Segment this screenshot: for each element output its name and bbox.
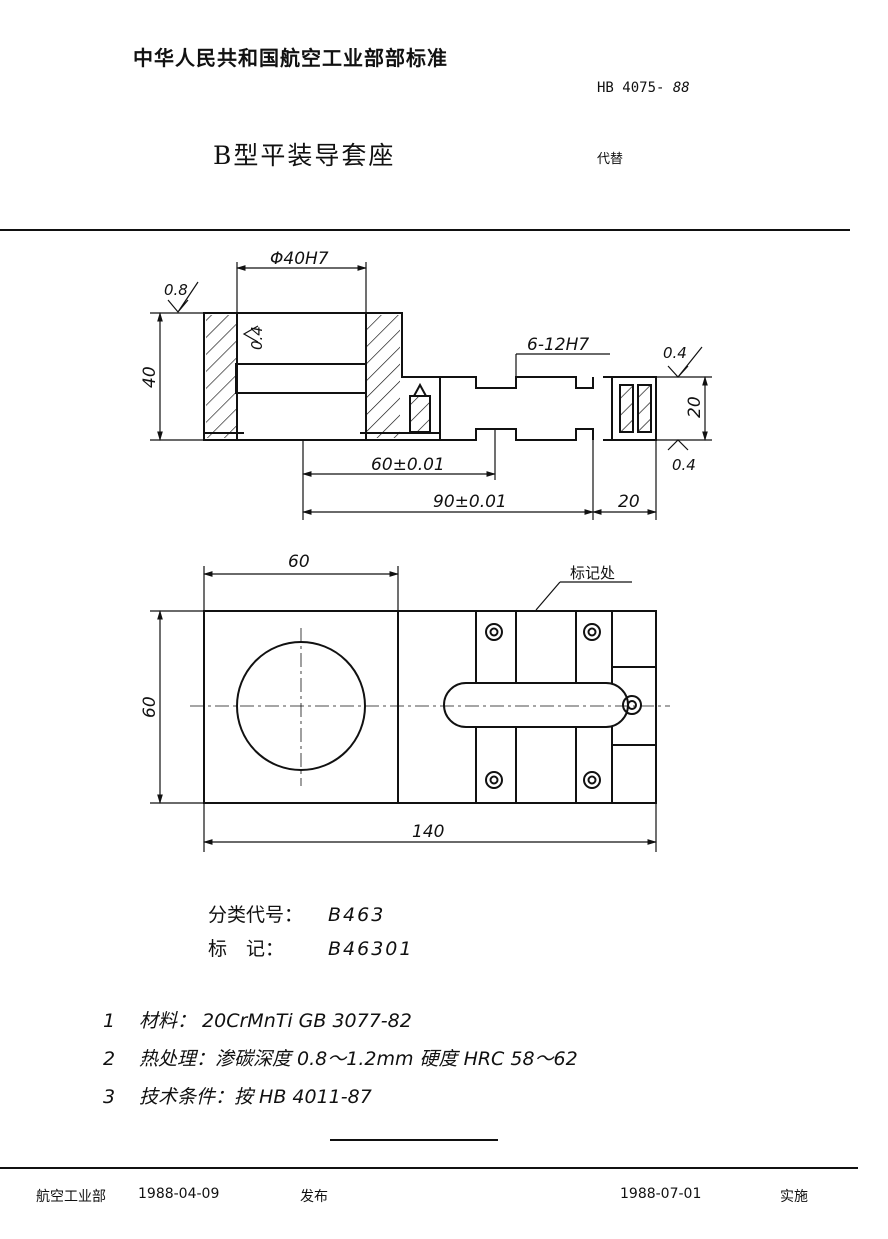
front-view-labels: Φ40H7 0.8 0.4 6-12H7 0.4 0.4 40 20 60±0.…: [140, 249, 705, 512]
bore-diameter-label: Φ40H7: [270, 249, 329, 269]
roughness-left-label: 0.8: [164, 281, 188, 299]
note-item: 1 材料： 20CrMnTi GB 3077-82: [103, 1006, 412, 1033]
roughness-bore-label: 0.4: [248, 326, 266, 350]
footer-rule: [0, 1167, 858, 1169]
width-60-label: 60: [288, 552, 310, 572]
standard-year: 88: [672, 80, 690, 96]
front-view-dimensions: [150, 262, 712, 520]
footer-issue-date: 1988-04-09: [138, 1186, 220, 1202]
dim-90-label: 90±0.01: [433, 492, 507, 512]
note-number: 2: [103, 1048, 116, 1070]
plan-view-dimensions: [150, 566, 657, 852]
length-140-label: 140: [412, 822, 444, 842]
classification-label: 分类代号：: [208, 904, 304, 926]
plan-view: [190, 610, 670, 804]
code-row-classification: 分类代号： B463: [208, 900, 385, 927]
mark-value: B46301: [328, 938, 414, 960]
note-text: 技术条件：按 HB 4011-87: [139, 1086, 372, 1108]
classification-value: B463: [328, 904, 386, 926]
footer-issued: 发布: [300, 1189, 328, 1205]
front-section-view: [203, 312, 657, 441]
note-item: 3 技术条件：按 HB 4011-87: [103, 1082, 372, 1109]
issuing-organization: 中华人民共和国航空工业部部标准: [133, 46, 448, 70]
note-text: 热处理：渗碳深度 0.8～1.2mm 硬度 HRC 58～62: [139, 1048, 578, 1070]
roughness-right-top-label: 0.4: [663, 344, 687, 362]
plan-view-labels: 60 60 140 标记处: [140, 552, 615, 842]
mark-label: 标 记：: [208, 938, 285, 960]
note-number: 1: [103, 1010, 116, 1032]
note-number: 3: [103, 1086, 116, 1108]
footer-effective-date: 1988-07-01: [620, 1186, 702, 1202]
height-20-label: 20: [685, 396, 705, 418]
footer-effective: 实施: [780, 1189, 808, 1205]
note-text: 材料： 20CrMnTi GB 3077-82: [139, 1010, 412, 1032]
replaces-label: 代替: [597, 152, 624, 167]
standard-number: HB 4075- 88: [597, 80, 690, 96]
slot-width-label: 6-12H7: [527, 335, 589, 355]
end-rule: [330, 1139, 498, 1141]
standard-code: HB 4075-: [597, 80, 665, 96]
dim-20-label: 20: [618, 492, 640, 512]
footer-issuer: 航空工业部: [36, 1189, 106, 1205]
height-40-label: 40: [140, 366, 160, 388]
mark-location-label: 标记处: [570, 564, 615, 582]
header-rule: [0, 229, 850, 231]
document-title: B型平装导套座: [213, 141, 396, 170]
roughness-right-bottom-label: 0.4: [672, 456, 696, 474]
dim-60-label: 60±0.01: [371, 455, 445, 475]
note-item: 2 热处理：渗碳深度 0.8～1.2mm 硬度 HRC 58～62: [103, 1044, 578, 1071]
height-60-label: 60: [140, 696, 160, 718]
code-row-mark: 标 记： B46301: [208, 934, 413, 961]
technical-drawing: Φ40H7 0.8 0.4 6-12H7 0.4 0.4 40 20 60±0.…: [140, 249, 712, 852]
